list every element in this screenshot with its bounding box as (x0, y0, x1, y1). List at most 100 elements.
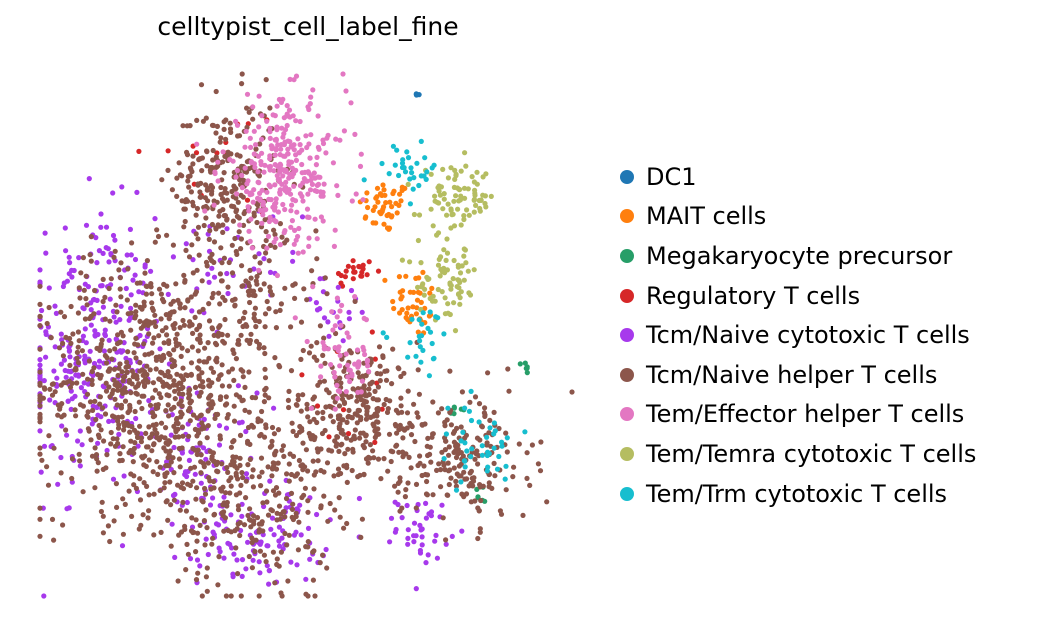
scatter-point (249, 422, 255, 428)
scatter-point (55, 481, 61, 487)
scatter-point (516, 441, 522, 447)
scatter-point (37, 362, 43, 368)
scatter-point (424, 169, 430, 175)
scatter-point (171, 325, 177, 331)
scatter-point (403, 315, 409, 321)
scatter-point (435, 286, 441, 293)
scatter-point (297, 429, 303, 435)
scatter-point (164, 440, 170, 446)
scatter-point (187, 418, 193, 424)
scatter-point (314, 256, 320, 262)
scatter-point (424, 274, 430, 280)
scatter-point (417, 344, 423, 350)
scatter-point (282, 168, 288, 174)
scatter-point (255, 416, 261, 422)
scatter-point (506, 388, 512, 394)
scatter-point (304, 297, 310, 303)
scatter-point (126, 377, 132, 383)
scatter-point (198, 480, 204, 486)
scatter-point (215, 178, 221, 184)
scatter-point (396, 274, 402, 280)
scatter-point (195, 348, 201, 354)
scatter-point (413, 353, 419, 359)
scatter-point (396, 427, 402, 433)
scatter-point (231, 204, 237, 210)
scatter-point (171, 470, 177, 476)
scatter-point (176, 456, 182, 462)
scatter-point (504, 435, 510, 441)
scatter-point (251, 187, 257, 193)
scatter-point (240, 222, 247, 228)
scatter-point (328, 413, 334, 419)
scatter-point (458, 450, 464, 456)
scatter-point (161, 281, 167, 287)
scatter-point (276, 524, 282, 530)
scatter-point (247, 267, 253, 273)
scatter-point (415, 367, 421, 373)
scatter-point (385, 468, 391, 474)
scatter-point (461, 494, 467, 500)
scatter-point (274, 561, 280, 568)
scatter-point (338, 322, 344, 328)
scatter-point (405, 181, 411, 187)
scatter-point (219, 362, 225, 368)
scatter-point (55, 412, 61, 418)
scatter-point (439, 449, 445, 455)
scatter-point (336, 448, 342, 454)
scatter-point (47, 386, 53, 392)
scatter-point (277, 191, 283, 197)
scatter-point (370, 448, 376, 454)
scatter-point (256, 267, 262, 273)
scatter-point (228, 483, 234, 489)
scatter-point (280, 173, 286, 179)
scatter-point (85, 376, 91, 382)
scatter-point (395, 480, 401, 486)
scatter-point (381, 221, 387, 227)
scatter-point (344, 435, 350, 441)
scatter-point (110, 436, 116, 442)
scatter-point (510, 464, 517, 470)
scatter-point (125, 409, 131, 416)
scatter-point (173, 336, 179, 342)
scatter-point (524, 370, 530, 376)
scatter-point (215, 159, 221, 165)
scatter-point (413, 275, 419, 281)
scatter-point (430, 431, 436, 437)
scatter-point (385, 406, 391, 412)
scatter-point (407, 259, 413, 265)
scatter-point (235, 199, 241, 205)
scatter-point (124, 252, 130, 258)
scatter-point (277, 242, 283, 248)
scatter-point (277, 516, 283, 522)
scatter-point (108, 429, 114, 436)
scatter-point (411, 175, 417, 181)
scatter-point (480, 483, 486, 489)
scatter-point (339, 441, 345, 447)
scatter-point (166, 383, 172, 389)
scatter-point (116, 267, 122, 273)
scatter-point (298, 356, 304, 362)
scatter-point (63, 248, 69, 254)
scatter-point (329, 309, 335, 315)
scatter-point (186, 184, 192, 190)
scatter-point (446, 444, 452, 450)
scatter-point (285, 397, 291, 403)
scatter-point (290, 249, 296, 255)
scatter-point (298, 408, 304, 414)
scatter-point (248, 216, 254, 222)
scatter-point (216, 290, 222, 296)
scatter-point (341, 399, 347, 405)
scatter-point (438, 484, 444, 490)
scatter-point (229, 366, 235, 372)
scatter-point (100, 276, 106, 282)
scatter-point (158, 420, 165, 426)
scatter-point (318, 503, 324, 509)
scatter-point (206, 301, 212, 307)
legend-marker (620, 209, 634, 224)
scatter-point (37, 451, 43, 457)
scatter-point (193, 517, 199, 523)
scatter-point (199, 593, 205, 599)
scatter-point (259, 136, 265, 142)
scatter-point (75, 344, 81, 350)
scatter-point (58, 454, 64, 461)
